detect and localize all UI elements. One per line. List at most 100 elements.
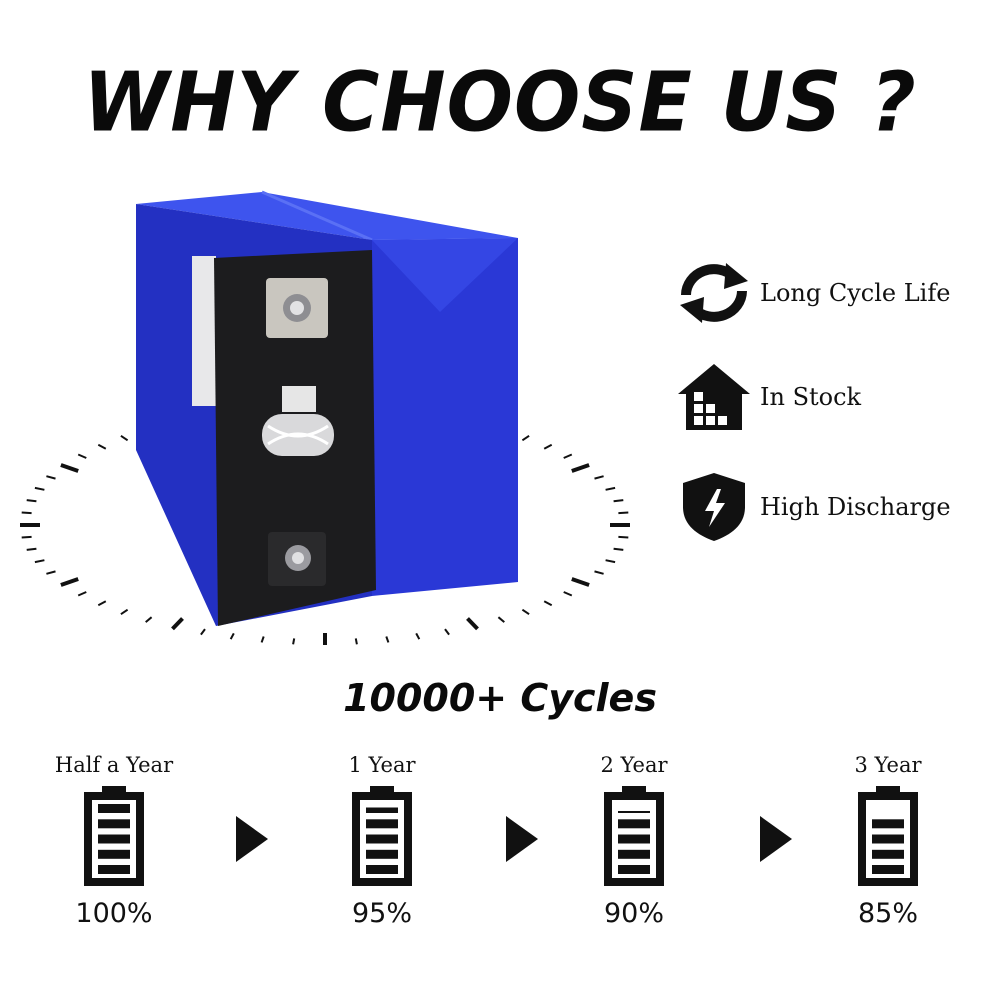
- battery-level-bar: [872, 849, 904, 859]
- dial-tick: [229, 632, 235, 640]
- dial-tick: [521, 434, 530, 442]
- dial-tick: [260, 636, 265, 643]
- battery-level-bar: [872, 819, 904, 829]
- dial-tick: [594, 475, 604, 480]
- dial-tick: [563, 591, 573, 597]
- dial-tick: [543, 443, 553, 450]
- dial-tick: [497, 616, 505, 623]
- stage-half-year: Half a Year 100%: [34, 750, 194, 929]
- dial-tick: [21, 535, 32, 539]
- battery-top-face: [136, 192, 518, 240]
- dial-tick: [120, 608, 129, 616]
- battery-body: [84, 792, 144, 886]
- dial-tick: [385, 636, 390, 643]
- battery-level-bar: [618, 819, 650, 829]
- dial-tick: [563, 453, 573, 459]
- dial-tick: [444, 628, 450, 636]
- dial-tick: [618, 511, 629, 515]
- stage-percent: 95%: [351, 898, 412, 929]
- shield-lightning-icon: [676, 472, 752, 542]
- dial-tick: [466, 617, 479, 631]
- dial-tick: [354, 638, 358, 645]
- dial-tick: [605, 486, 616, 491]
- battery-level-bar: [366, 849, 398, 859]
- battery-level-icon: [858, 786, 918, 886]
- battery-level-bar: [366, 807, 398, 813]
- battery-side-face: [372, 238, 518, 596]
- dial-tick: [618, 535, 629, 539]
- feature-long-cycle-life: Long Cycle Life: [676, 258, 950, 328]
- stage-label: 1 Year: [348, 753, 416, 777]
- stage-percent: 100%: [75, 898, 153, 929]
- stage-3-year: 3 Year 85%: [808, 750, 968, 929]
- dial-tick: [571, 577, 590, 587]
- dial-tick: [60, 577, 79, 587]
- dial-tick: [26, 499, 37, 503]
- battery-level-bar: [98, 804, 130, 813]
- battery-body: [604, 792, 664, 886]
- stage-percent: 90%: [603, 898, 664, 929]
- battery-cap: [102, 786, 126, 795]
- battery-cap: [370, 786, 394, 795]
- dial-tick: [21, 511, 32, 515]
- stage-label: Half a Year: [54, 753, 174, 777]
- dial-tick: [145, 616, 153, 623]
- triangle-right-icon: [236, 816, 268, 862]
- battery-level-bar: [366, 819, 398, 829]
- battery-level-bar: [618, 849, 650, 859]
- dial-tick: [77, 591, 87, 597]
- battery-body: [858, 792, 918, 886]
- battery-level-bar: [98, 849, 130, 859]
- battery-label-sticker: [192, 256, 216, 406]
- dial-tick: [46, 570, 56, 575]
- feature-in-stock: In Stock: [676, 362, 861, 432]
- battery-level-bar: [618, 834, 650, 844]
- dial-tick: [77, 453, 87, 459]
- dial-tick: [521, 608, 530, 616]
- feature-label: Long Cycle Life: [760, 279, 951, 307]
- battery-level-icon: [84, 786, 144, 886]
- battery-level-bar: [366, 865, 398, 874]
- dial-tick: [60, 463, 79, 473]
- battery-level-bar: [366, 834, 398, 844]
- stage-label: 2 Year: [600, 753, 668, 777]
- page-title: WHY CHOOSE US ?: [83, 55, 917, 151]
- dial-tick: [613, 547, 624, 551]
- battery-cell-illustration: [20, 190, 630, 645]
- battery-level-bar: [98, 865, 130, 874]
- stage-label: 3 Year: [854, 753, 922, 777]
- refresh-cycle-icon: [676, 258, 752, 328]
- battery-level-bar: [872, 834, 904, 844]
- dial-tick: [613, 499, 624, 503]
- warehouse-stock-icon: [676, 362, 752, 432]
- battery-level-icon: [604, 786, 664, 886]
- battery-cap: [876, 786, 900, 795]
- vent-cap: [282, 386, 316, 412]
- feature-label: High Discharge: [760, 493, 951, 521]
- dial-tick: [120, 434, 129, 442]
- battery-level-bar: [872, 865, 904, 874]
- dial-tick: [605, 559, 616, 564]
- stage-1-year: 1 Year 95%: [302, 750, 462, 929]
- cycles-heading: 10000+ Cycles: [343, 676, 657, 720]
- battery-side-fold: [372, 238, 518, 312]
- dial-tick: [97, 443, 107, 450]
- stage-percent: 85%: [857, 898, 918, 929]
- battery-level-bar: [618, 865, 650, 874]
- battery-level-bar: [618, 811, 650, 813]
- battery-level-bar: [98, 834, 130, 844]
- dial-tick: [415, 632, 421, 640]
- dial-tick: [46, 475, 56, 480]
- battery-body: [352, 792, 412, 886]
- dial-tick: [594, 570, 604, 575]
- battery-cap: [622, 786, 646, 795]
- dial-tick: [26, 547, 37, 551]
- dial-tick: [200, 628, 206, 636]
- dial-tick: [34, 559, 45, 564]
- dial-tick: [34, 486, 45, 491]
- dial-tick: [543, 600, 553, 607]
- feature-label: In Stock: [760, 383, 862, 411]
- battery-level-icon: [352, 786, 412, 886]
- dial-tick: [171, 617, 184, 631]
- product-image: [0, 180, 660, 660]
